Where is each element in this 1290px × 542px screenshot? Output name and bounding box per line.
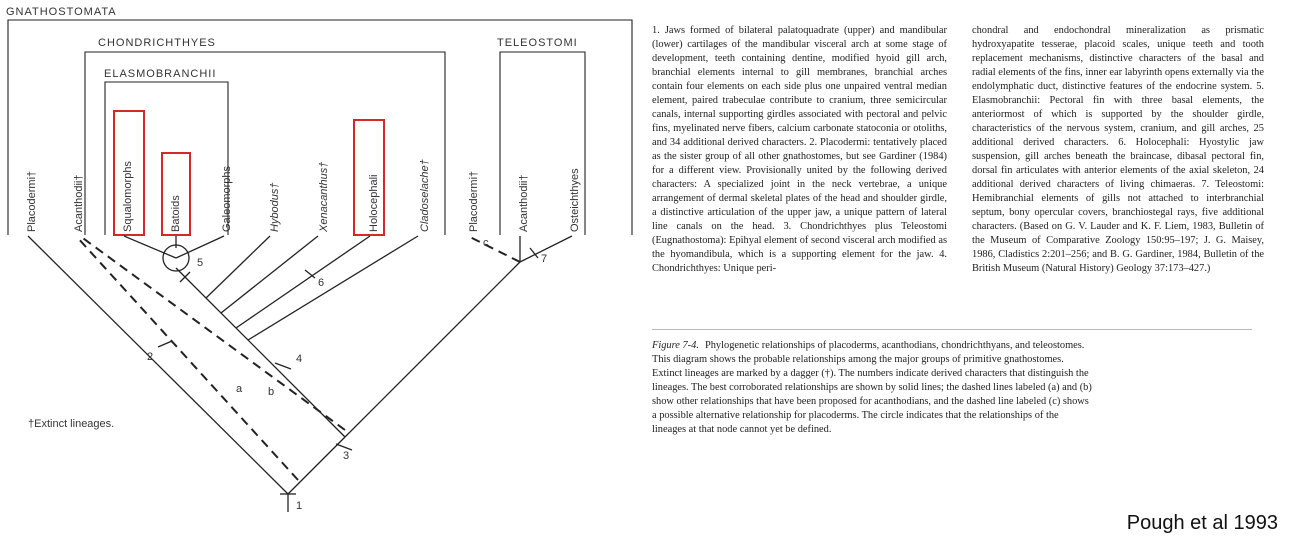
elasmobranchii-bracket (104, 81, 229, 235)
taxon-label-holocephali: Holocephali (368, 175, 380, 232)
teleostomi-bracket (499, 51, 586, 235)
highlight-box-holocephali (353, 119, 385, 236)
taxon-label-placodermi-right: Placodermi† (468, 171, 480, 232)
taxon-label-squalomorphs: Squalomorphs (122, 161, 134, 232)
tree-branches (27, 235, 573, 512)
tick-5 (179, 271, 191, 283)
branch-chondrichthyes (184, 276, 346, 438)
phylogeny-diagram: GNATHOSTOMATA CHONDRICHTHYES ELASMOBRANC… (6, 6, 633, 512)
group-label-teleostomi: TELEOSTOMI (497, 37, 578, 49)
branch-cladoselache (247, 235, 419, 341)
dashed-line-b (79, 235, 346, 431)
source-credit: Pough et al 1993 (1126, 512, 1278, 534)
character-ticks (157, 247, 539, 495)
node-label-6: 6 (318, 277, 324, 289)
taxon-label-acanthodii-left: Acanthodii† (73, 175, 85, 233)
branch-squalomorphs (123, 235, 177, 259)
taxon-label-batoids: Batoids (170, 195, 182, 232)
legend-extinct-lineages: †Extinct lineages. (28, 418, 114, 430)
tick-7 (529, 247, 539, 259)
dashed-line-a (75, 235, 299, 481)
caption-divider (652, 329, 1252, 330)
taxon-label-placodermi-left: Placodermi† (26, 171, 38, 232)
taxon-label-hybodus: Hybodus† (269, 182, 281, 232)
node-label-5: 5 (197, 257, 203, 269)
gnathostomata-bracket (7, 19, 633, 235)
tick-2 (157, 340, 173, 348)
figure-caption: Figure 7-4.Phylogenetic relationships of… (652, 339, 1092, 437)
branch-elasmobranchii (175, 267, 186, 278)
dashed-branches (75, 235, 521, 481)
tick-3 (335, 443, 353, 451)
branch-galeomorphs (175, 235, 225, 259)
branch-xenacanthus (220, 235, 319, 314)
chondrichthyes-bracket (84, 51, 446, 235)
group-label-chondrichthyes: CHONDRICHTHYES (98, 37, 216, 49)
branch-eugnathostoma (287, 436, 346, 495)
tick-6 (304, 269, 316, 279)
dashed-label-a: a (236, 383, 243, 395)
branch-placodermi (27, 235, 289, 495)
polytomy-circle (162, 244, 190, 272)
taxon-label-galeomorphs: Galeomorphs (221, 165, 233, 232)
caption-text: Phylogenetic relationships of placoderms… (652, 340, 1092, 435)
group-label-gnathostomata: GNATHOSTOMATA (6, 6, 117, 18)
dashed-label-b: b (268, 386, 274, 398)
highlight-box-batoids (161, 152, 191, 236)
highlight-box-squalomorphs (113, 110, 145, 236)
taxon-label-xenacanthus: Xenacanthus† (318, 162, 330, 233)
taxon-label-osteichthyes: Osteichthyes (569, 168, 581, 232)
branch-acanthodii-solid (344, 261, 521, 438)
branch-hybodus (205, 235, 271, 299)
group-brackets (7, 19, 633, 235)
tick-4 (274, 362, 292, 370)
node-label-7: 7 (541, 253, 547, 265)
dashed-label-c: c (483, 237, 489, 249)
dashed-line-c (467, 235, 521, 263)
node-label-3: 3 (343, 450, 349, 462)
group-label-elasmobranchii: ELASMOBRANCHII (104, 68, 216, 80)
branch-holocephali (235, 235, 371, 329)
taxon-label-cladoselache: Cladoselache† (419, 159, 431, 232)
taxon-label-acanthodii-right: Acanthodii† (518, 175, 530, 233)
branch-teleostomi (519, 235, 573, 263)
taxon-labels: Placodermi† Acanthodii† Squalomorphs Bat… (26, 159, 581, 233)
text-column-right: chondral and endochondral mineralization… (972, 25, 1264, 274)
node-label-1: 1 (296, 500, 302, 512)
text-column-left: 1. Jaws formed of bilateral palatoquadra… (652, 25, 947, 274)
figure-number: Figure 7-4. (652, 340, 699, 351)
node-label-4: 4 (296, 353, 302, 365)
node-label-2: 2 (147, 351, 153, 363)
